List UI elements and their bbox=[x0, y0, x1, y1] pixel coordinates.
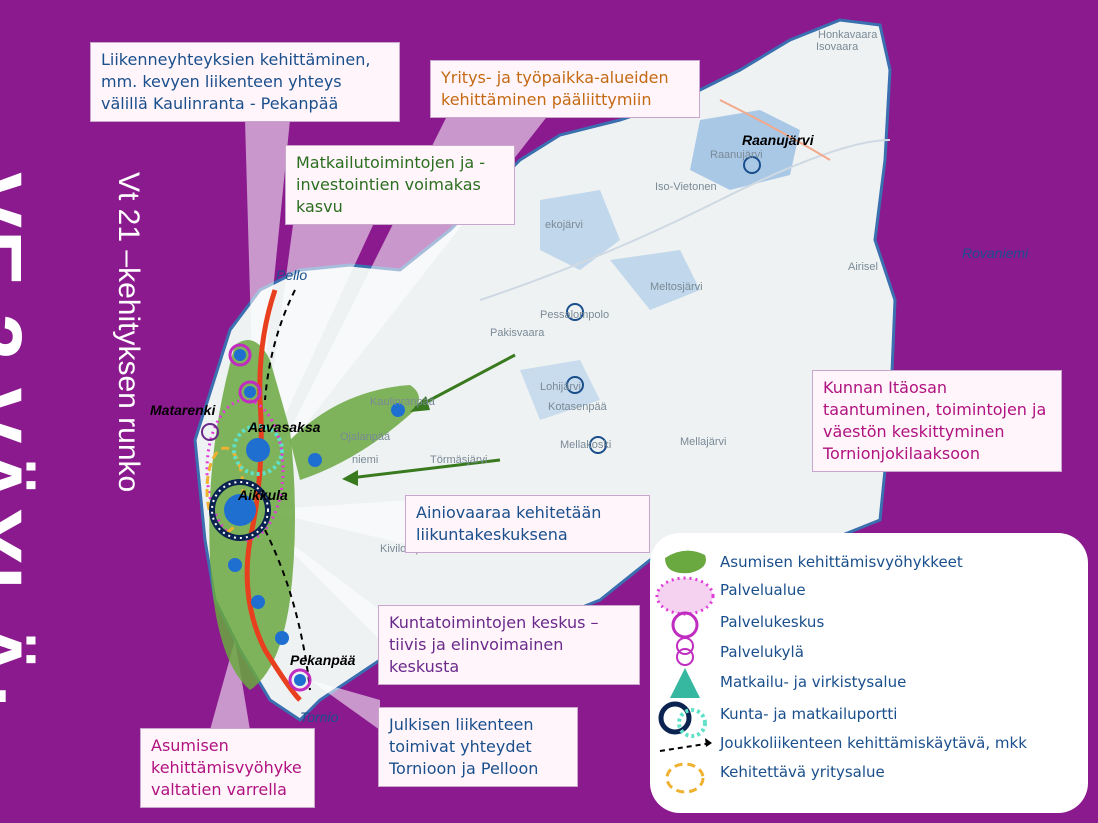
base-label: Mellajärvi bbox=[680, 436, 726, 448]
place-pello: Pello bbox=[276, 267, 307, 283]
village-node bbox=[294, 674, 306, 686]
green-zone-icon bbox=[665, 550, 706, 574]
village-ring bbox=[288, 668, 312, 692]
municipal-gate-dots bbox=[211, 481, 269, 539]
base-label: niemi bbox=[352, 454, 378, 466]
base-label: ekojärvi bbox=[545, 219, 583, 231]
base-label: Kaulinranpää bbox=[370, 396, 436, 408]
base-label: Isovaara bbox=[816, 41, 859, 53]
legend-item: Palvelualue bbox=[720, 581, 806, 599]
village-ring bbox=[238, 380, 262, 404]
dashed-arrow-head bbox=[705, 738, 712, 747]
village-node bbox=[275, 631, 289, 645]
village-node bbox=[228, 558, 242, 572]
callout-itaosa: Kunnan Itäosan taantuminen, toimintojen … bbox=[812, 370, 1062, 472]
callout-liikenne: Liikenneyhteyksien kehittäminen, mm. kev… bbox=[90, 42, 400, 122]
legend-panel: Asumisen kehittämisvyöhykkeet Palvelualu… bbox=[650, 533, 1088, 813]
base-label: Mellakoski bbox=[560, 439, 611, 451]
legend-item: Asumisen kehittämisvyöhykkeet bbox=[720, 553, 963, 571]
legend-item: Kunta- ja matkailuportti bbox=[720, 705, 898, 723]
place-tornio: Tornio bbox=[300, 709, 339, 725]
village-node bbox=[308, 453, 322, 467]
transit-corridor bbox=[264, 529, 311, 691]
arrowhead bbox=[410, 396, 430, 412]
base-label: Raanujärvi bbox=[710, 149, 763, 161]
transit-corridor bbox=[264, 289, 296, 401]
callout-yritys: Yritys- ja työpaikka-alueiden kehittämin… bbox=[430, 60, 700, 118]
village-node bbox=[244, 386, 256, 398]
center-node bbox=[246, 438, 270, 462]
lake bbox=[610, 250, 700, 310]
dashed-arrow-icon bbox=[659, 742, 713, 752]
tourism-gate bbox=[232, 424, 284, 476]
housing-zone bbox=[290, 385, 419, 480]
double-gate-icon-2 bbox=[677, 708, 707, 738]
village-node bbox=[234, 349, 246, 361]
business-area bbox=[205, 446, 245, 534]
callout-wedge bbox=[210, 640, 250, 730]
base-label: Pessalompolo bbox=[540, 309, 609, 321]
highway-vt21 bbox=[244, 289, 302, 702]
legend-item: Palvelukeskus bbox=[720, 613, 825, 631]
dashed-ring-icon bbox=[665, 762, 705, 794]
dotted-circle-icon bbox=[655, 576, 715, 616]
callout-matkailu: Matkailutoimintojen ja -investointien vo… bbox=[285, 145, 515, 225]
migration-arrow bbox=[349, 458, 501, 480]
village-ring bbox=[566, 303, 584, 321]
migration-arrow bbox=[414, 353, 516, 410]
legend-item: Palvelukylä bbox=[720, 643, 804, 661]
road-line bbox=[719, 99, 831, 161]
title-main: VE 2 VÄYLÄ: bbox=[0, 172, 39, 713]
center-node bbox=[224, 494, 256, 526]
place-pekanpaa: Pekanpää bbox=[290, 652, 356, 668]
legend-icons bbox=[655, 550, 715, 794]
legend-item: Kehitettävä yritysalue bbox=[720, 763, 885, 781]
village-ring bbox=[566, 376, 584, 394]
legend-item: Joukkoliikenteen kehittämiskäytävä, mkk bbox=[720, 734, 1027, 752]
base-label: Kotasenpää bbox=[548, 401, 608, 413]
village-ring bbox=[228, 343, 252, 367]
place-aavasaksa: Aavasaksa bbox=[247, 419, 321, 435]
ring-icon bbox=[671, 611, 699, 639]
pyramid-icon bbox=[670, 668, 700, 698]
callout-kuntatoiminnot: Kuntatoimintojen keskus – tiivis ja elin… bbox=[378, 605, 640, 685]
double-ring-icon-lower bbox=[676, 648, 694, 666]
title-sub: Vt 21 –kehityksen runko bbox=[112, 172, 145, 493]
callout-julkinen: Julkisen liikenteen toimivat yhteydet To… bbox=[378, 707, 578, 787]
legend-item: Matkailu- ja virkistysalue bbox=[720, 673, 907, 691]
callout-wedge bbox=[260, 210, 380, 470]
service-ring bbox=[201, 423, 219, 441]
double-ring-icon bbox=[676, 637, 694, 655]
double-gate-icon bbox=[658, 701, 692, 735]
place-rovaniemi: Rovaniemi bbox=[962, 245, 1029, 261]
base-label: Ojalanpää bbox=[340, 431, 391, 443]
callout-wedge bbox=[260, 500, 410, 545]
lake bbox=[520, 360, 600, 420]
base-label: Pakisvaara bbox=[490, 327, 545, 339]
base-label: Lohijärvi bbox=[540, 381, 581, 393]
village-ring bbox=[743, 156, 761, 174]
callout-ainiovaara: Ainiovaaraa kehitetään liikuntakeskuksen… bbox=[405, 495, 650, 553]
callout-asuminen: Asumisen kehittämisvyöhyke valtatien var… bbox=[140, 728, 315, 808]
village-node bbox=[391, 403, 405, 417]
lake bbox=[540, 190, 620, 270]
base-label: Iso-Vietonen bbox=[655, 181, 717, 193]
place-matarenki: Matarenki bbox=[150, 402, 216, 418]
base-label: Airisel bbox=[848, 261, 878, 273]
arrowhead bbox=[342, 470, 358, 486]
village-ring bbox=[589, 436, 607, 454]
place-aikkula: Aikkula bbox=[237, 487, 288, 503]
lake bbox=[690, 110, 800, 190]
base-label: Törmäsjärvi bbox=[430, 454, 487, 466]
callout-wedge bbox=[310, 680, 380, 730]
place-raanujarvi: Raanujärvi bbox=[742, 132, 815, 148]
river-line bbox=[479, 139, 891, 301]
village-node bbox=[251, 595, 265, 609]
base-label: Meltosjärvi bbox=[650, 281, 703, 293]
base-label: Honkavaara bbox=[818, 29, 878, 41]
